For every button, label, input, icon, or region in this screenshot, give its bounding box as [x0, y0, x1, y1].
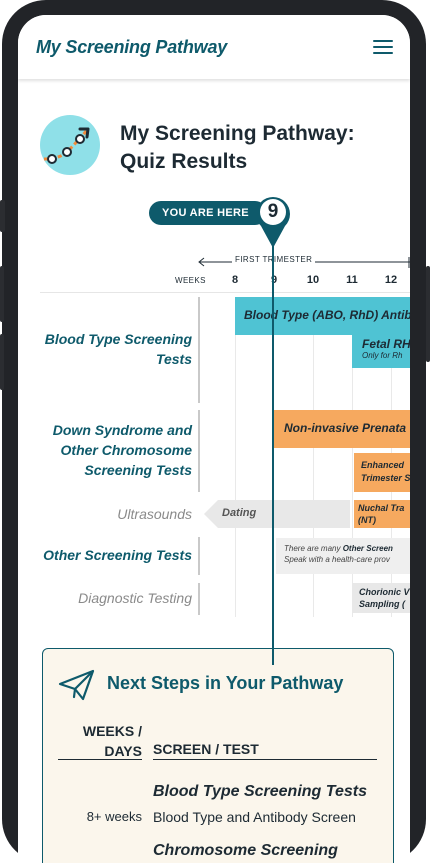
- weeks-header-line: DAYS: [104, 743, 142, 759]
- side-button-right: [426, 266, 430, 362]
- note-line: Speak with a health-care prov: [284, 555, 390, 564]
- app-header: My Screening Pathway: [18, 15, 410, 79]
- volume-down-button: [0, 334, 4, 390]
- weeks-column-header: WEEKS / DAYS: [58, 721, 142, 761]
- row-label-ultrasounds: Ultrasounds: [117, 506, 192, 522]
- week-tick: 9: [270, 274, 278, 286]
- header-rule: [153, 759, 377, 760]
- weeks-header-line: WEEKS /: [82, 723, 142, 739]
- volume-up-button: [0, 266, 4, 322]
- next-steps-card: Next Steps in Your Pathway WEEKS / DAYS …: [42, 648, 394, 863]
- row-label-line: Blood Type Screening: [44, 331, 192, 347]
- menu-icon[interactable]: [373, 40, 393, 54]
- note-text: There are many: [284, 544, 343, 553]
- current-week-number: 9: [267, 201, 279, 222]
- week-tick: 10: [306, 274, 320, 286]
- pathway-chart-icon: [40, 115, 100, 175]
- power-button: [0, 200, 5, 232]
- enhanced-line: Enhanced: [361, 460, 405, 470]
- step-weeks: 8+ weeks: [86, 809, 142, 824]
- section-title: Chromosome Screening: [153, 842, 338, 859]
- grid-line: [313, 297, 314, 617]
- row-label-line: Tests: [155, 351, 192, 367]
- grid-line: [235, 297, 236, 617]
- fetal-rhd-bar[interactable]: Fetal RH Only for Rh: [352, 331, 410, 368]
- screen: My Screening Pathway My Screening Pathwa…: [18, 15, 410, 863]
- enhanced-first-trimester-bar[interactable]: Enhanced Trimester S: [354, 453, 410, 492]
- page-title-line1: My Screening Pathway:: [120, 122, 355, 145]
- grid-line: [352, 297, 353, 617]
- section-title: Blood Type Screening Tests: [153, 783, 367, 800]
- test-column-header: SCREEN / TEST: [153, 741, 259, 757]
- other-screening-note: There are many Other Screen Speak with a…: [276, 538, 410, 574]
- chorionic-villus-bar[interactable]: Chorionic V Sampling (: [352, 583, 410, 613]
- blood-type-bar[interactable]: Blood Type (ABO, RhD) Antib: [235, 297, 410, 335]
- axis-line: [198, 583, 200, 615]
- row-label-chromosome[interactable]: Down Syndrome and Other Chromosome Scree…: [40, 420, 192, 480]
- row-label-line: Down Syndrome and: [52, 422, 192, 438]
- axis-line: [198, 537, 200, 575]
- row-label-line: Screening Tests: [84, 462, 192, 478]
- header-rule: [58, 759, 142, 760]
- chorionic-line: Chorionic V: [359, 587, 410, 597]
- note-emphasis: Other Screen: [342, 544, 393, 553]
- chorionic-line: Sampling (: [359, 599, 406, 609]
- nipt-bar[interactable]: Non-invasive Prenata: [274, 410, 410, 448]
- weeks-axis-label: WEEKS: [175, 276, 206, 285]
- paper-plane-icon: [58, 669, 95, 701]
- next-steps-title: Next Steps in Your Pathway: [107, 673, 344, 693]
- axis-line: [198, 297, 200, 403]
- week-tick: 11: [346, 274, 358, 286]
- page-title-line2: Quiz Results: [120, 150, 248, 173]
- nuchal-line: Nuchal Tra: [358, 503, 405, 513]
- location-pin-icon: [256, 196, 290, 248]
- fetal-rhd-label: Fetal RH: [362, 337, 410, 351]
- row-label-diagnostic: Diagnostic Testing: [78, 590, 192, 606]
- row-label-line: Other Chromosome: [60, 442, 192, 458]
- nuchal-line: (NT): [358, 515, 376, 525]
- week-tick: 8: [231, 274, 239, 286]
- axis-line: [198, 410, 200, 492]
- brand-title[interactable]: My Screening Pathway: [36, 37, 228, 57]
- week-tick: 12: [384, 274, 398, 286]
- you-are-here-badge: YOU ARE HERE: [149, 201, 267, 225]
- row-label-blood-type[interactable]: Blood Type Screening Tests: [40, 329, 192, 369]
- nuchal-translucency-bar[interactable]: Nuchal Tra (NT): [354, 500, 410, 528]
- page-title: My Screening Pathway: Quiz Results: [120, 120, 390, 176]
- step-test[interactable]: Blood Type and Antibody Screen: [153, 809, 356, 825]
- enhanced-line: Trimester S: [361, 473, 410, 483]
- current-week-line: [272, 245, 274, 665]
- row-label-other-screening[interactable]: Other Screening Tests: [43, 547, 192, 563]
- dating-ultrasound-bar[interactable]: Dating: [204, 500, 350, 528]
- row-divider: [40, 292, 410, 293]
- fetal-rhd-note: Only for Rh: [362, 351, 403, 360]
